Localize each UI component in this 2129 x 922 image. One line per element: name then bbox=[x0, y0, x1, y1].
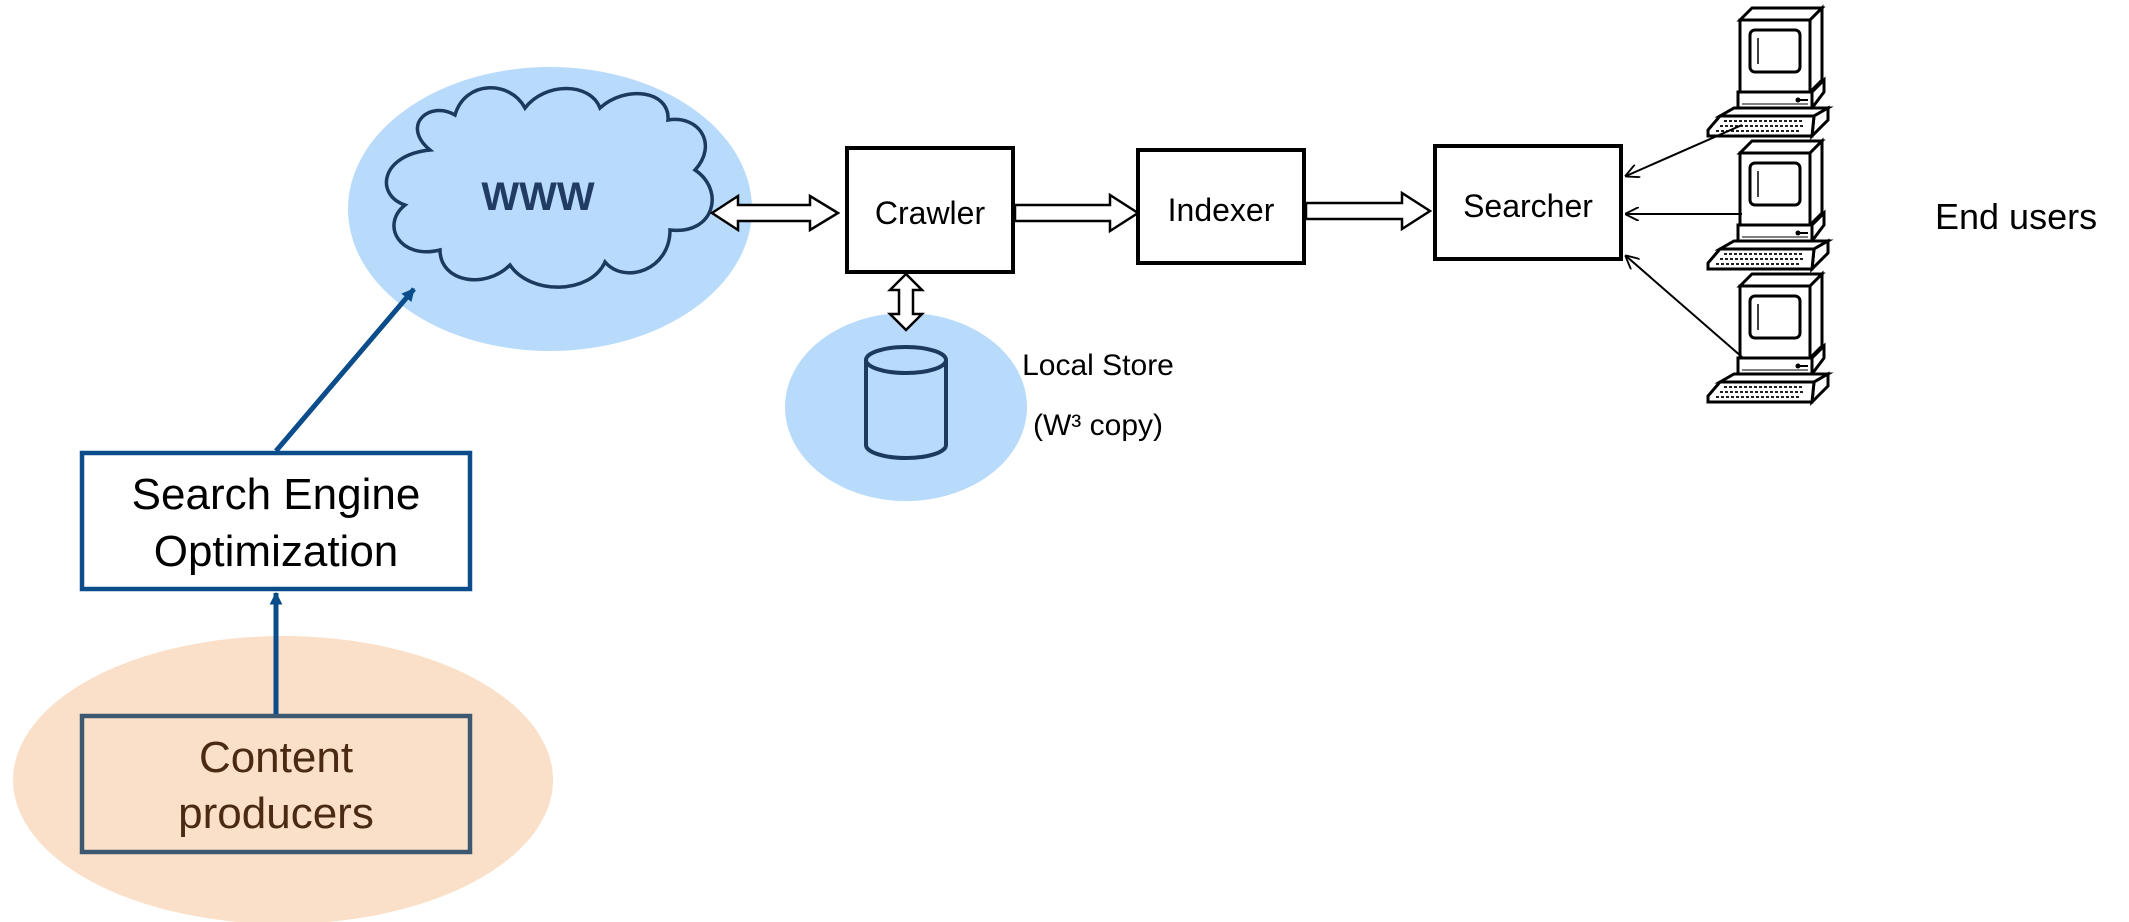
cloud-icon bbox=[384, 86, 714, 289]
crawler-box bbox=[845, 146, 1015, 274]
crawler-store-arrow bbox=[886, 272, 926, 332]
seo-node: Search Engine Optimization bbox=[79, 450, 473, 592]
crawler-label: Crawler bbox=[875, 195, 986, 231]
seo-box bbox=[79, 450, 473, 592]
computer-terminal-icon bbox=[1706, 272, 1830, 404]
content-producers-node: Content producers bbox=[13, 636, 553, 922]
indexer-searcher-arrow bbox=[1304, 190, 1433, 232]
indexer-node: Indexer bbox=[1136, 148, 1306, 265]
local-store-node: Local Store (W³ copy) bbox=[785, 272, 1174, 501]
computer-terminal-icon bbox=[1706, 6, 1830, 138]
end-users-label: End users bbox=[1935, 196, 2097, 237]
indexer-label: Indexer bbox=[1168, 192, 1275, 228]
seo-label-line1: Search Engine bbox=[132, 470, 421, 519]
local-store-label: Local Store bbox=[1022, 349, 1174, 382]
searcher-label: Searcher bbox=[1463, 188, 1593, 224]
content-producers-box bbox=[79, 713, 473, 855]
user-searcher-arrows bbox=[1626, 124, 1743, 358]
indexer-box bbox=[1136, 148, 1306, 265]
crawler-node: Crawler bbox=[845, 146, 1015, 274]
computer-terminal-icon bbox=[1706, 139, 1830, 271]
www-node: WWW bbox=[348, 67, 752, 351]
www-label: WWW bbox=[481, 175, 595, 219]
searcher-box bbox=[1433, 144, 1623, 261]
searcher-node: Searcher bbox=[1433, 144, 1623, 261]
content-producers-label-line1: Content bbox=[199, 733, 353, 782]
seo-www-arrow bbox=[274, 287, 416, 453]
seo-label-line2: Optimization bbox=[154, 527, 399, 576]
database-cylinder-icon bbox=[864, 345, 948, 460]
local-store-sublabel: (W³ copy) bbox=[1033, 409, 1163, 442]
content-producers-label-line2: producers bbox=[178, 789, 374, 838]
crawler-indexer-arrow bbox=[1013, 192, 1141, 234]
www-crawler-arrow bbox=[709, 193, 841, 233]
